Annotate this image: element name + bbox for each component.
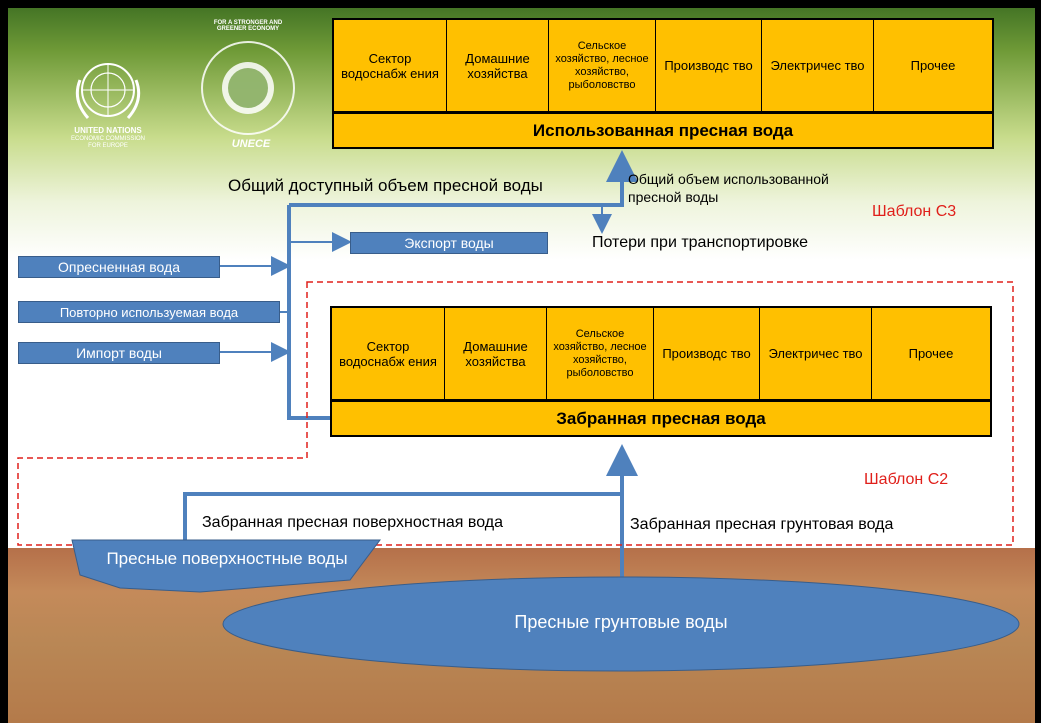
desalinated-water-box: Опресненная вода	[18, 256, 220, 278]
reused-water-box: Повторно используемая вода	[18, 301, 280, 323]
withdrawn-sector-agriculture: Сельское хозяйство, лесное хозяйство, ры…	[547, 308, 654, 399]
used-sector-electricity: Электричес тво	[762, 20, 874, 111]
transport-losses-label: Потери при транспортировке	[592, 234, 809, 251]
slide-border-left	[0, 0, 8, 723]
ground-withdrawn-label: Забранная пресная грунтовая вода	[630, 516, 894, 533]
used-sector-water-supply: Сектор водоснабж ения	[334, 20, 447, 111]
template-c2-label: Шаблон С2	[864, 471, 949, 488]
used-sector-households: Домашние хозяйства	[447, 20, 549, 111]
used-sector-agriculture: Сельское хозяйство, лесное хозяйство, ры…	[549, 20, 656, 111]
surface-withdrawn-label: Забранная пресная поверхностная вода	[202, 514, 504, 531]
total-available-label: Общий доступный объем пресной воды	[228, 176, 543, 195]
surface-water-label: Пресные поверхностные воды	[106, 549, 348, 568]
import-water-box: Импорт воды	[18, 342, 220, 364]
used-sector-manufacturing: Производс тво	[656, 20, 762, 111]
withdrawn-sector-households: Домашние хозяйства	[445, 308, 547, 399]
ground-water-label: Пресные грунтовые воды	[514, 612, 728, 632]
ground-water-shape	[222, 576, 1020, 672]
template-c3-label: Шаблон С3	[872, 203, 957, 220]
surface-up-line	[183, 492, 622, 548]
used-sector-other: Прочее	[910, 58, 956, 73]
withdrawn-water-footer: Забранная пресная вода	[330, 400, 992, 437]
withdrawn-sector-water-supply: Сектор водоснабж ения	[332, 308, 445, 399]
withdrawn-sector-other: Прочее	[908, 346, 954, 361]
unece-ring-text: FOR A STRONGER AND GREENER ECONOMY	[213, 20, 283, 32]
export-water-box: Экспорт воды	[350, 232, 548, 254]
un-sub-1: ECONOMIC COMMISSION	[70, 136, 145, 142]
unece-short: UNECE	[231, 138, 271, 150]
template-c2-outline	[17, 281, 1014, 546]
withdrawn-sectors-table: Сектор водоснабж ения Домашние хозяйства…	[330, 306, 992, 401]
surface-water-shape	[71, 539, 381, 593]
to-used-line	[289, 150, 638, 207]
slide-border-top	[0, 0, 1041, 8]
trunk-line	[287, 205, 330, 420]
withdrawn-sector-electricity: Электричес тво	[760, 308, 872, 399]
withdrawn-sector-manufacturing: Производс тво	[654, 308, 760, 399]
un-name: UNITED NATIONS	[74, 126, 142, 135]
used-water-footer: Использованная пресная вода	[332, 112, 994, 149]
total-used-label: Общий объем использованной пресной воды	[628, 171, 829, 205]
used-sectors-table: Сектор водоснабж ения Домашние хозяйства…	[332, 18, 994, 113]
slide-border-right	[1035, 0, 1041, 723]
un-sub-2: FOR EUROPE	[88, 143, 128, 149]
